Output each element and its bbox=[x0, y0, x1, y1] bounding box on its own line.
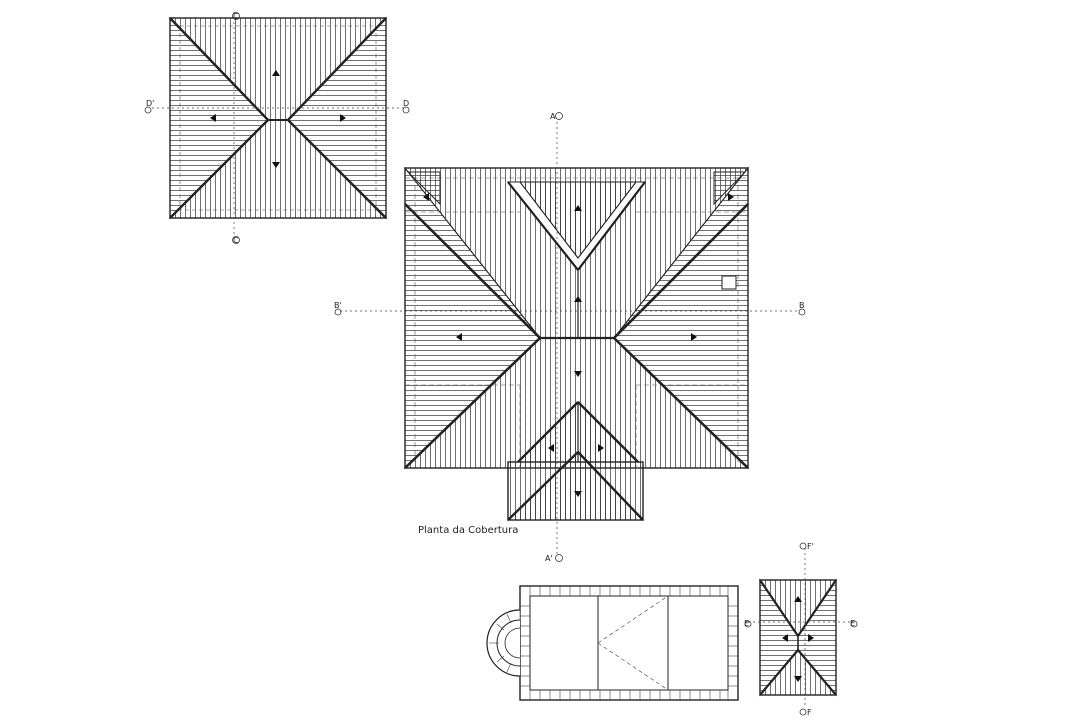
section-marker-d-prime: D' bbox=[144, 99, 154, 114]
section-marker-c-top: C bbox=[232, 12, 240, 21]
section-label: A' bbox=[545, 554, 553, 563]
slope-arrow bbox=[423, 193, 429, 201]
section-label: B' bbox=[334, 301, 342, 310]
slope-arrow bbox=[574, 491, 582, 497]
slope-arrow bbox=[574, 371, 582, 377]
roof-flat-annex bbox=[486, 585, 739, 701]
roof-porch bbox=[506, 451, 645, 521]
section-marker-a: A bbox=[550, 112, 563, 121]
roof-main bbox=[403, 166, 750, 470]
section-marker-b-prime: B' bbox=[334, 301, 342, 316]
section-label: C bbox=[233, 12, 239, 21]
section-label: A bbox=[550, 112, 556, 121]
slope-arrow bbox=[782, 634, 788, 642]
drawing-caption: Planta da Cobertura bbox=[418, 525, 519, 536]
slope-arrow bbox=[574, 205, 582, 211]
slope-arrow bbox=[574, 296, 582, 302]
slope-arrow bbox=[598, 444, 604, 452]
section-label: F' bbox=[807, 542, 814, 551]
roof-small-right bbox=[758, 578, 838, 697]
slope-arrow bbox=[210, 114, 216, 122]
slope-arrow bbox=[808, 634, 814, 642]
section-label: D bbox=[403, 99, 409, 108]
section-marker-a-prime: A' bbox=[545, 554, 563, 563]
section-label: E bbox=[850, 619, 855, 628]
section-marker-b: B bbox=[798, 301, 806, 316]
slope-arrow bbox=[548, 444, 554, 452]
slope-arrow bbox=[691, 333, 697, 341]
chimney bbox=[721, 275, 737, 290]
section-marker-f: F bbox=[799, 708, 812, 717]
slope-arrow bbox=[340, 114, 346, 122]
section-marker-e-left: E bbox=[744, 619, 752, 628]
slope-arrow bbox=[272, 162, 280, 168]
section-marker-e-right: E bbox=[850, 619, 858, 628]
section-label: C bbox=[233, 236, 239, 245]
slope-arrow bbox=[794, 676, 802, 682]
slope-arrow bbox=[728, 193, 734, 201]
section-marker-d: D bbox=[402, 99, 410, 114]
section-label: E bbox=[744, 619, 749, 628]
section-marker-f-prime: F' bbox=[799, 542, 814, 551]
roof-top-left bbox=[168, 16, 388, 220]
section-label: B bbox=[799, 301, 805, 310]
section-label: F bbox=[807, 708, 812, 717]
section-label: D' bbox=[146, 99, 154, 108]
slope-arrow bbox=[272, 70, 280, 76]
slope-arrow bbox=[794, 596, 802, 602]
slope-arrow bbox=[456, 333, 462, 341]
section-marker-c-bottom: C bbox=[232, 236, 240, 245]
